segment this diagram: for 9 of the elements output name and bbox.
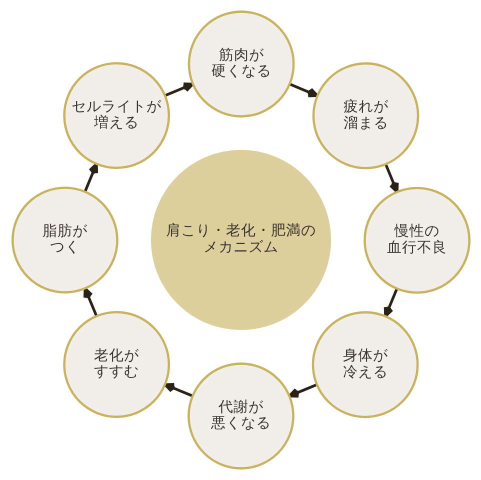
node-circle: 代謝が悪くなる: [187, 362, 294, 470]
node-circle: 身体が冷える: [311, 311, 418, 418]
node-circle: セルライトが増える: [62, 62, 170, 169]
node-circle: 疲れが溜まる: [312, 62, 419, 170]
node-circle: 脂肪がつく: [11, 186, 118, 294]
node-circle: 筋肉が硬くなる: [187, 10, 294, 118]
node-circle: 慢性の血行不良: [363, 186, 470, 294]
node-circle: 肩こり・老化・肥満のメカニズム: [150, 150, 331, 330]
node-circle: 老化がすすむ: [62, 311, 170, 418]
